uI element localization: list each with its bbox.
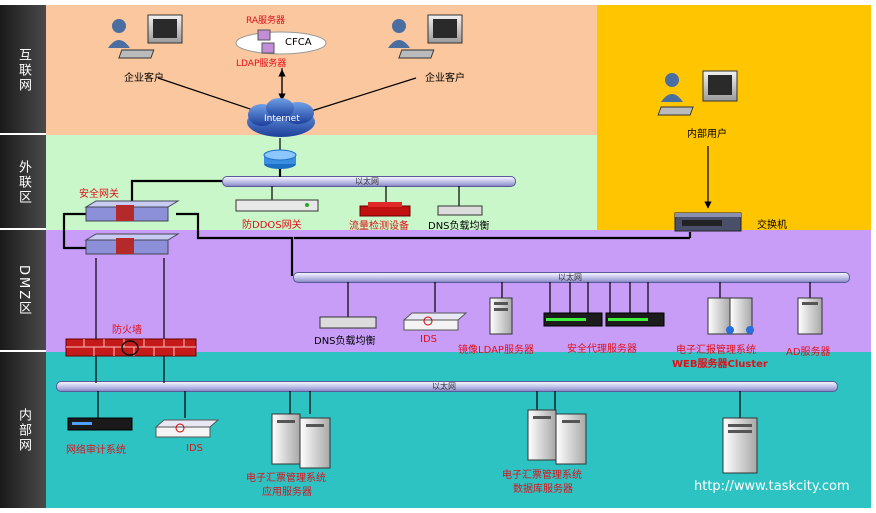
- label-app-server-1: 电子汇票管理系统: [246, 473, 326, 484]
- client-right-pc-icon: [388, 14, 463, 59]
- dns-lb-dmz-icon: [319, 316, 377, 329]
- external-drops: [95, 186, 460, 383]
- label-client-right: 企业客户: [425, 73, 465, 84]
- label-dns-lb-external: DNS负载均衡: [428, 221, 490, 232]
- ethernet-bus-internal-label: 以太网: [432, 382, 456, 391]
- switch-device-icon: [674, 212, 742, 232]
- mirror-ldap-server-icon: [489, 297, 513, 335]
- traffic-detection-icon: [359, 202, 411, 217]
- label-web-cluster-1: 电子汇报管理系统: [676, 345, 756, 356]
- external-wiring: [62, 168, 692, 276]
- label-cfca: CFCA: [285, 37, 312, 48]
- label-anti-ddos: 防DDOS网关: [242, 220, 302, 231]
- application-server-icon: [271, 413, 331, 469]
- label-ad-server: AD服务器: [786, 347, 831, 358]
- security-gateway-top-icon: [84, 200, 180, 222]
- database-server-icon: [527, 409, 587, 465]
- label-firewall: 防火墙: [112, 325, 142, 336]
- label-switch: 交换机: [757, 220, 787, 231]
- label-dns-lb-dmz: DNS负载均衡: [314, 336, 376, 347]
- security-proxy-server-icon: [543, 312, 665, 327]
- web-server-cluster-icon: [707, 297, 754, 335]
- label-net-audit: 网络审计系统: [66, 445, 126, 456]
- label-mirror-ldap: 镜像LDAP服务器: [458, 345, 534, 356]
- client-left-pc-icon: [108, 14, 183, 59]
- dns-lb-external-icon: [437, 205, 483, 216]
- label-client-left: 企业客户: [124, 73, 164, 84]
- ethernet-bus-external: [222, 176, 516, 187]
- anti-ddos-gateway-icon: [235, 199, 319, 212]
- watermark: http://www.taskcity.com: [694, 479, 850, 494]
- label-web-cluster-2: WEB服务器Cluster: [672, 359, 768, 370]
- zone-label-internal: 内部网: [16, 407, 31, 453]
- ethernet-bus-dmz: [293, 272, 850, 283]
- label-security-gateway: 安全网关: [79, 189, 119, 200]
- internal-server-icon: [722, 417, 758, 474]
- label-db-server-2: 数据库服务器: [513, 484, 573, 495]
- label-ids-dmz: IDS: [420, 334, 437, 345]
- zone-internal-users: [597, 5, 871, 230]
- ethernet-bus-internal: [56, 381, 838, 392]
- label-ldap-server: LDAP服务器: [236, 59, 287, 69]
- label-internal-user: 内部用户: [687, 129, 727, 140]
- router-icon: [263, 149, 297, 169]
- ids-dmz-icon: [402, 312, 468, 331]
- zone-label-external: 外联区: [16, 160, 31, 205]
- dmz-drops: [347, 282, 811, 317]
- label-app-server-2: 应用服务器: [262, 487, 312, 498]
- security-gateway-bottom-icon: [84, 233, 180, 255]
- firewall-icon: [65, 338, 197, 357]
- ethernet-bus-external-label: 以太网: [355, 177, 379, 186]
- ad-server-icon: [797, 297, 823, 335]
- zone-internet: [46, 5, 597, 135]
- internet-cloud-icon: [247, 98, 315, 137]
- label-db-server-1: 电子汇票管理系统: [502, 470, 582, 481]
- network-audit-system-icon: [67, 417, 133, 431]
- ethernet-bus-dmz-label: 以太网: [558, 273, 582, 282]
- label-traffic-detect: 流量检测设备: [349, 221, 409, 232]
- internal-user-pc-icon: [657, 70, 738, 116]
- zone-label-internet: 互联网: [16, 47, 31, 93]
- internet-arrows: [157, 68, 712, 209]
- label-internet: Internet: [264, 114, 300, 124]
- label-ra-server: RA服务器: [246, 16, 286, 26]
- internal-drops: [97, 391, 741, 418]
- zone-label-dmz: DMZ区: [16, 265, 31, 317]
- label-security-proxy: 安全代理服务器: [567, 344, 637, 355]
- label-ids-internal: IDS: [186, 443, 203, 454]
- ids-internal-icon: [154, 419, 220, 438]
- cfca-icon: [235, 29, 327, 55]
